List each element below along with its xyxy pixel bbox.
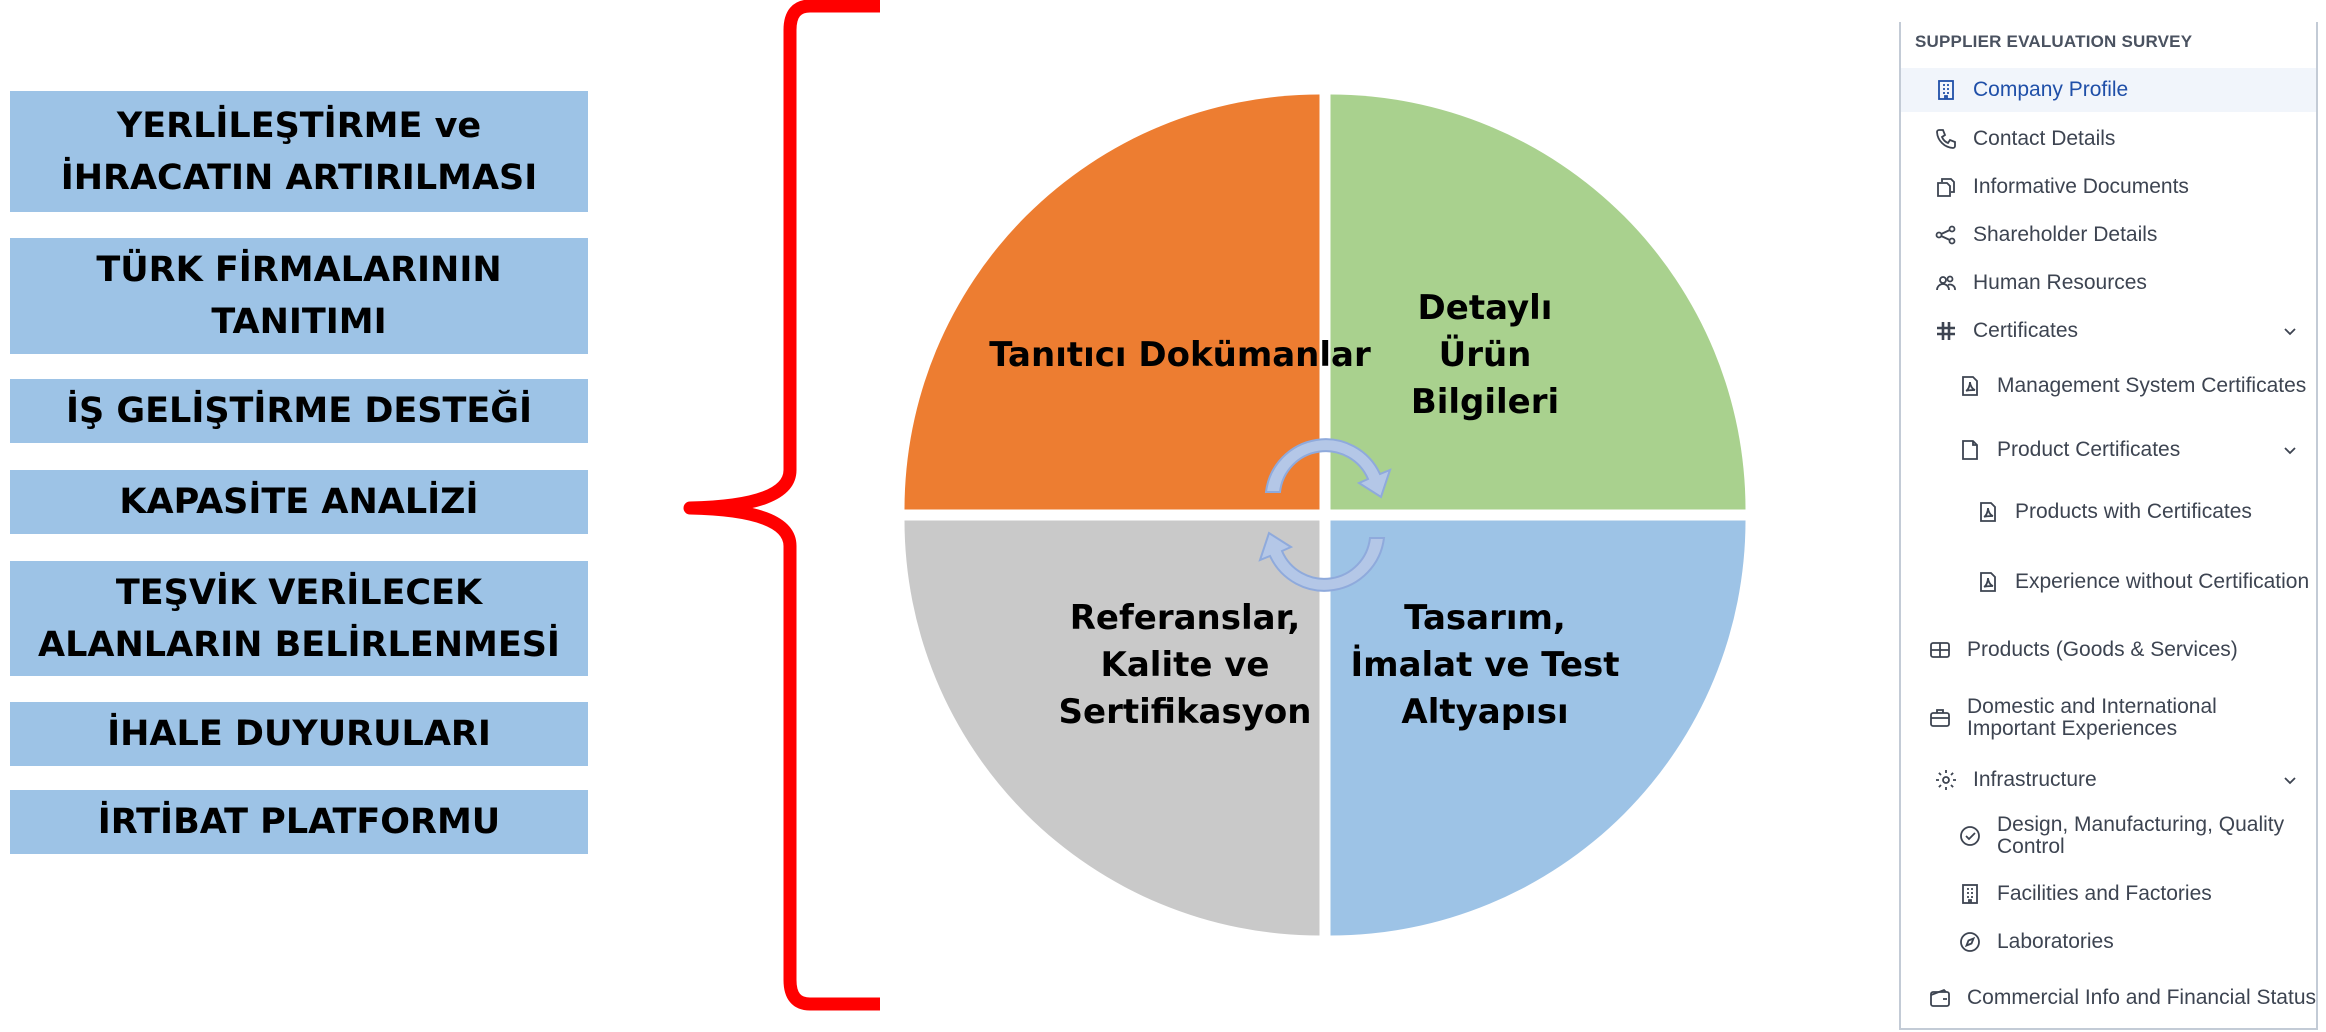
documents-icon — [1933, 174, 1959, 200]
phone-icon — [1933, 126, 1959, 152]
nav-item-experience-without-certification[interactable]: Experience without Certification — [1901, 554, 2316, 610]
nav-item-informative-documents[interactable]: Informative Documents — [1901, 165, 2316, 209]
benefit-box: İHALE DUYURULARI — [10, 702, 588, 766]
nav-item-contact-details[interactable]: Contact Details — [1901, 117, 2316, 161]
pdf-icon — [1975, 569, 2001, 595]
nav-item-human-resources[interactable]: Human Resources — [1901, 261, 2316, 305]
quadrant-top-left — [904, 94, 1320, 510]
nav-header: SUPPLIER EVALUATION SURVEY — [1915, 32, 2193, 51]
nav-item-label: Human Resources — [1973, 271, 2147, 294]
building-icon — [1933, 77, 1959, 103]
nav-item-label: Products (Goods & Services) — [1967, 638, 2238, 661]
nav-item-products-with-certificates[interactable]: Products with Certificates — [1901, 484, 2316, 540]
benefit-box: KAPASİTE ANALİZİ — [10, 470, 588, 534]
gear-icon — [1933, 767, 1959, 793]
nav-item-domestic-international-experiences[interactable]: Domestic and International Important Exp… — [1901, 690, 2316, 746]
cycle-arrow-top — [1264, 438, 1392, 499]
benefit-list: YERLİLEŞTİRME ve İHRACATIN ARTIRILMASI T… — [0, 0, 600, 1032]
nav-item-label: Product Certificates — [1997, 438, 2181, 461]
people-icon — [1933, 270, 1959, 296]
brace-path — [683, 0, 880, 1011]
benefit-box: İRTİBAT PLATFORMU — [10, 790, 588, 854]
quadrant-diagram: Tanıtıcı Dokümanlar Detaylı Ürün Bilgile… — [900, 90, 1750, 940]
nav-item-label: Products with Certificates — [2015, 500, 2252, 523]
cycle-arrows — [1258, 438, 1392, 592]
nav-item-facilities-and-factories[interactable]: Facilities and Factories — [1901, 872, 2316, 916]
nav-item-commercial-info-financial-status[interactable]: Commercial Info and Financial Status — [1901, 970, 2316, 1026]
nav-item-company-profile[interactable]: Company Profile — [1901, 68, 2316, 112]
benefit-box: TEŞVİK VERİLECEK ALANLARIN BELİRLENMESİ — [10, 561, 588, 676]
nav-item-label: Contact Details — [1973, 127, 2116, 150]
quadrant-label-bottom-right: Tasarım, İmalat ve Test Altyapısı — [1350, 597, 1620, 732]
nav-item-label: Experience without Certification — [2015, 570, 2310, 593]
chevron-down-icon[interactable] — [2282, 772, 2298, 788]
nav-item-label: Management System Certificates — [1997, 374, 2307, 397]
nav-item-label: Facilities and Factories — [1997, 882, 2212, 905]
nav-item-design-manufacturing-quality-control[interactable]: Design, Manufacturing, Quality Control — [1901, 808, 2316, 864]
chevron-down-icon[interactable] — [2282, 323, 2298, 339]
wallet-icon — [1927, 985, 1953, 1011]
hashtag-icon — [1933, 318, 1959, 344]
nav-item-label: Commercial Info and Financial Status — [1967, 986, 2316, 1009]
nav-item-label: Domestic and International Important Exp… — [1967, 695, 2217, 740]
nav-item-label: Certificates — [1973, 319, 2079, 342]
nav-item-management-system-certificates[interactable]: Management System Certificates — [1901, 358, 2316, 414]
nav-item-products-goods-services[interactable]: Products (Goods & Services) — [1901, 622, 2316, 678]
nav-item-label: Informative Documents — [1973, 175, 2189, 198]
nav-item-label: Infrastructure — [1973, 768, 2097, 791]
share-icon — [1933, 222, 1959, 248]
nav-item-label: Company Profile — [1973, 78, 2129, 101]
check-circle-icon — [1957, 823, 1983, 849]
grid-icon — [1927, 637, 1953, 663]
benefit-box: YERLİLEŞTİRME ve İHRACATIN ARTIRILMASI — [10, 91, 588, 212]
cycle-arrow-bottom — [1258, 531, 1386, 592]
nav-item-label: Design, Manufacturing, Quality Control — [1997, 813, 2285, 858]
chevron-down-icon[interactable] — [2282, 442, 2298, 458]
pdf-icon — [1957, 373, 1983, 399]
nav-item-laboratories[interactable]: Laboratories — [1901, 920, 2316, 964]
building-icon — [1957, 881, 1983, 907]
nav-item-certificates[interactable]: Certificates — [1901, 309, 2316, 353]
compass-icon — [1957, 929, 1983, 955]
quadrant-label-top-right: Detaylı Ürün Bilgileri — [1410, 287, 1560, 422]
nav-item-product-certificates[interactable]: Product Certificates — [1901, 428, 2316, 472]
nav-item-infrastructure[interactable]: Infrastructure — [1901, 758, 2316, 802]
nav-item-label: Laboratories — [1997, 930, 2114, 953]
quadrant-label-top-left: Tanıtıcı Dokümanlar — [989, 334, 1371, 375]
benefit-box: İŞ GELİŞTİRME DESTEĞİ — [10, 379, 588, 443]
quadrant-top-right — [1330, 94, 1746, 510]
curly-brace — [683, 0, 880, 1011]
file-icon — [1957, 437, 1983, 463]
nav-item-label: Shareholder Details — [1973, 223, 2158, 246]
briefcase-icon — [1927, 705, 1953, 731]
benefit-box: TÜRK FİRMALARININ TANITIMI — [10, 238, 588, 354]
pdf-icon — [1975, 499, 2001, 525]
survey-nav-panel: SUPPLIER EVALUATION SURVEY Company Profi… — [1899, 22, 2318, 1030]
quadrant-bottom-left — [904, 520, 1320, 936]
quadrant-label-bottom-left: Referanslar, Kalite ve Sertifikasyon — [1058, 597, 1312, 732]
quadrant-bottom-right — [1330, 520, 1746, 936]
nav-item-shareholder-details[interactable]: Shareholder Details — [1901, 213, 2316, 257]
